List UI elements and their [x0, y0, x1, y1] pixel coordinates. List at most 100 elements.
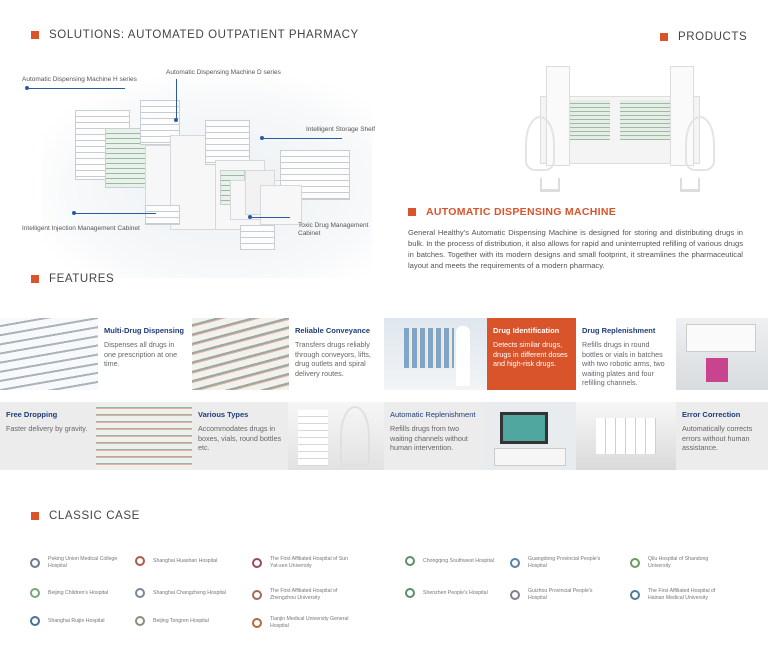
feature-title: Various Types — [198, 410, 249, 419]
hospital-name: The First Affiliated Hospital of Hainan … — [648, 588, 716, 601]
hospital-name: Peking Union Medical College Hospital — [48, 556, 118, 569]
hospital-item: Qilu Hospital of Shandong University — [630, 556, 742, 569]
hospital-name: Shanghai Changzheng Hospital — [153, 589, 226, 596]
feature-free-dropping: Free Dropping Faster delivery by gravity… — [0, 402, 96, 470]
feature-image-error-correction — [576, 402, 676, 470]
bullet-square-icon — [660, 33, 668, 41]
hospital-item: Shenzhen People's Hospital — [405, 588, 517, 598]
hospital-name: Beijing Tongren Hospital — [153, 617, 209, 624]
feature-title: Free Dropping — [6, 410, 58, 419]
hospital-logo-icon — [405, 588, 415, 598]
hospital-logo-icon — [252, 557, 262, 568]
feature-text: Transfers drugs reliably through conveyo… — [295, 340, 371, 378]
feature-title: Automatic Replenishment — [390, 410, 476, 419]
callout-injection-cabinet: Intelligent Injection Management Cabinet — [22, 225, 140, 232]
feature-error-correction: Error Correction Automatically corrects … — [676, 402, 768, 470]
hospital-item: The First Affiliated Hospital of Zhengzh… — [252, 588, 364, 601]
hospital-logo-icon — [405, 556, 415, 566]
hospital-logo-icon — [630, 589, 640, 600]
hospital-logo-icon — [135, 616, 145, 626]
hospital-name: Beijing Children's Hospital — [48, 589, 109, 596]
bullet-square-icon — [31, 512, 39, 520]
products-title-text: PRODUCTS — [678, 31, 748, 43]
feature-various-types: Various Types Accommodates drugs in boxe… — [192, 402, 288, 470]
feature-text: Faster delivery by gravity. — [6, 424, 88, 433]
callout-d-series: Automatic Dispensing Machine D series — [166, 69, 281, 76]
hospital-logo-icon — [252, 589, 262, 600]
hospital-logo-icon — [135, 588, 145, 598]
feature-image-multi-drug — [0, 318, 98, 390]
feature-title: Multi-Drug Dispensing — [104, 326, 184, 335]
feature-image-identification — [384, 318, 487, 390]
hospital-item: Guangdong Provincial People's Hospital — [510, 556, 622, 569]
product-heading: AUTOMATIC DISPENSING MACHINE — [408, 206, 616, 218]
hospital-item: Peking Union Medical College Hospital — [30, 556, 142, 569]
feature-title: Drug Identification — [493, 326, 560, 335]
products-title: PRODUCTS — [660, 31, 747, 43]
feature-conveyance: Reliable Conveyance Transfers drugs reli… — [289, 318, 384, 390]
classic-case-title-text: CLASSIC CASE — [49, 510, 140, 522]
hospital-logo-icon — [252, 617, 262, 628]
product-description: General Healthy’s Automatic Dispensing M… — [408, 228, 743, 270]
features-title-text: FEATURES — [49, 273, 115, 285]
hospital-name: The First Affiliated Hospital of Sun Yat… — [270, 556, 349, 569]
bullet-square-icon — [408, 208, 416, 216]
hospital-item: Shanghai Changzheng Hospital — [135, 588, 247, 598]
hospital-logo-icon — [630, 557, 640, 568]
hospital-name: The First Affiliated Hospital of Zhengzh… — [270, 588, 338, 601]
pharmacy-illustration — [20, 60, 390, 290]
feature-text: Accommodates drugs in boxes, vials, roun… — [198, 424, 282, 453]
feature-text: Refills drugs from two waiting channels … — [390, 424, 468, 453]
feature-image-replenishment — [676, 318, 768, 390]
hospital-item: Beijing Tongren Hospital — [135, 616, 247, 626]
hospital-name: Shanghai Huashan Hospital — [153, 557, 218, 564]
hospital-name: Guizhou Provincial People's Hospital — [528, 588, 593, 601]
classic-case-title: CLASSIC CASE — [31, 510, 140, 522]
feature-text: Detects similar drugs, drugs in differen… — [493, 340, 568, 369]
product-title: AUTOMATIC DISPENSING MACHINE — [426, 206, 617, 218]
feature-text: Dispenses all drugs in one prescription … — [104, 340, 178, 369]
hospital-item: Tianjin Medical University General Hospi… — [252, 616, 364, 629]
feature-replenishment: Drug Replenishment Refills drugs in roun… — [576, 318, 676, 402]
feature-image-various-types — [288, 402, 384, 470]
hospital-logo-icon — [30, 557, 40, 568]
hospital-logo-icon — [510, 557, 520, 568]
hospital-item: Chongqing Southwest Hospital — [405, 556, 517, 566]
feature-image-auto-replenishment — [484, 402, 576, 470]
hospital-item: Beijing Children's Hospital — [30, 588, 142, 598]
bullet-square-icon — [31, 275, 39, 283]
hospital-item: The First Affiliated Hospital of Sun Yat… — [252, 556, 364, 569]
solutions-title-text: SOLUTIONS: AUTOMATED OUTPATIENT PHARMACY — [49, 29, 359, 41]
dispensing-machine-image — [520, 66, 720, 196]
hospital-item: Guizhou Provincial People's Hospital — [510, 588, 622, 601]
hospital-item: Shanghai Ruijin Hospital — [30, 616, 142, 626]
bullet-square-icon — [31, 31, 39, 39]
feature-text: Refills drugs in round bottles or vials … — [582, 340, 665, 388]
hospital-name: Chongqing Southwest Hospital — [423, 557, 494, 564]
callout-storage-shelf: Intelligent Storage Shelf — [306, 126, 376, 133]
hospital-logo-icon — [30, 616, 40, 626]
features-title: FEATURES — [31, 273, 114, 285]
hospital-item: The First Affiliated Hospital of Hainan … — [630, 588, 742, 601]
hospital-name: Shenzhen People's Hospital — [423, 589, 488, 596]
hospital-logo-icon — [510, 589, 520, 600]
hospital-logo-icon — [135, 556, 145, 566]
solutions-title: SOLUTIONS: AUTOMATED OUTPATIENT PHARMACY — [31, 29, 359, 41]
feature-title: Drug Replenishment — [582, 326, 656, 335]
hospital-name: Guangdong Provincial People's Hospital — [528, 556, 601, 569]
hospital-item: Shanghai Huashan Hospital — [135, 556, 247, 566]
feature-title: Reliable Conveyance — [295, 326, 371, 335]
hospital-name: Tianjin Medical University General Hospi… — [270, 616, 349, 629]
hospital-name: Qilu Hospital of Shandong University — [648, 556, 709, 569]
feature-auto-replenishment: Automatic Replenishment Refills drugs fr… — [384, 402, 484, 470]
feature-title: Error Correction — [682, 410, 741, 419]
feature-image-conveyance — [192, 318, 289, 390]
feature-identification: Drug Identification Detects similar drug… — [487, 318, 576, 390]
callout-h-series: Automatic Dispensing Machine H series — [22, 76, 137, 83]
callout-toxic-cabinet: Toxic Drug Management Cabinet — [298, 222, 369, 237]
hospital-logo-icon — [30, 588, 40, 598]
hospital-name: Shanghai Ruijin Hospital — [48, 617, 105, 624]
feature-text: Automatically corrects errors without hu… — [682, 424, 753, 453]
feature-multi-drug: Multi-Drug Dispensing Dispenses all drug… — [98, 318, 192, 390]
feature-image-free-dropping — [96, 402, 192, 470]
